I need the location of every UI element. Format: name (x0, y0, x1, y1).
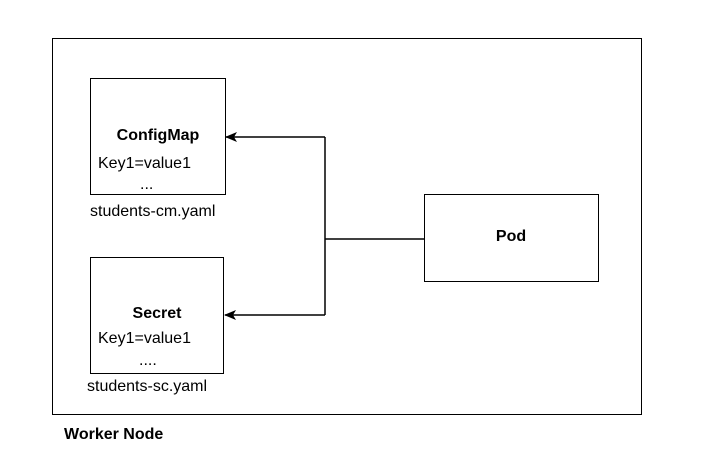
configmap-box[interactable] (90, 78, 226, 195)
pod-title: Pod (495, 228, 527, 245)
secret-entry: Key1=value1 (98, 330, 191, 347)
secret-filename: students-sc.yaml (87, 378, 208, 395)
secret-title: Secret (132, 305, 182, 322)
pod-box[interactable] (424, 194, 599, 282)
secret-box[interactable] (90, 257, 224, 374)
worker-node-label: Worker Node (64, 426, 164, 443)
configmap-ellipsis: ... (140, 176, 154, 193)
secret-ellipsis: .... (139, 352, 157, 369)
configmap-filename: students-cm.yaml (90, 203, 216, 220)
configmap-title: ConfigMap (116, 127, 200, 144)
configmap-entry: Key1=value1 (98, 155, 191, 172)
